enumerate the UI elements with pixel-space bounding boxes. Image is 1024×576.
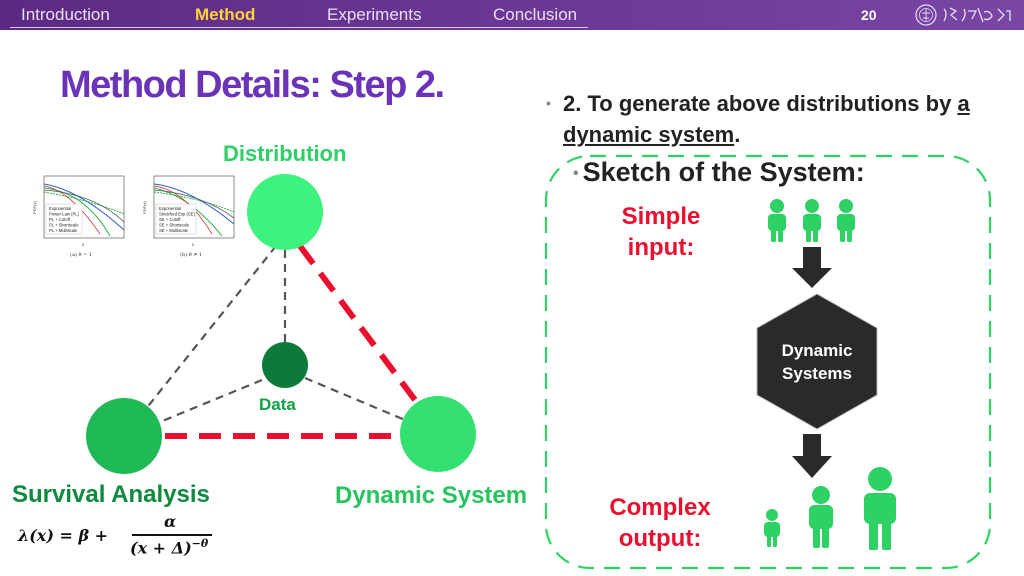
thumb-left-ylabel: PDF(x)	[32, 201, 37, 214]
bullet-underlined-phrase: a dynamic system	[563, 91, 970, 147]
formula-lhs: λ(x) = β +	[18, 526, 109, 545]
thumb-left-legend-2: Power-Law (PL)	[49, 212, 80, 217]
person-icon	[803, 199, 821, 242]
edge-data-survival	[159, 378, 263, 424]
simple-input-people	[768, 199, 855, 242]
formula-fraction-bar	[132, 534, 212, 536]
thumb-left-xlabel: x	[82, 242, 85, 247]
dynamic-systems-word: Systems	[782, 364, 852, 383]
nav-experiments[interactable]: Experiments	[327, 5, 422, 24]
complex-output-people	[764, 467, 896, 550]
node-data	[262, 342, 308, 388]
person-icon	[768, 199, 786, 242]
nav-method[interactable]: Method	[195, 5, 256, 24]
formula-denominator-base: (x + Δ)	[130, 538, 192, 558]
slide-title: Method Details: Step 2.	[60, 64, 445, 106]
survival-analysis-label: Survival Analysis	[12, 481, 210, 508]
bullet-text-start: 2. To generate above distributions by	[563, 91, 958, 116]
distribution-label: Distribution	[223, 141, 347, 166]
node-survival-analysis	[86, 398, 162, 474]
bullet-text: 2. To generate above distributions by a …	[563, 88, 1006, 150]
dynamic-systems-word: Dynamic	[782, 341, 853, 360]
nav-conclusion[interactable]: Conclusion	[493, 5, 578, 24]
thumbnail-plot-right: Exponential Stretched Exp (SE) SE + Cuto…	[142, 175, 235, 258]
formula-exponent: −θ	[191, 537, 209, 550]
thumb-left-caption: (a) θ = 1	[70, 251, 92, 258]
thumb-left-legend-1: Exponential	[49, 206, 71, 211]
formula-denominator: (x + Δ)−θ	[130, 537, 208, 557]
person-icon-small	[764, 509, 780, 547]
red-dashed-edges	[165, 244, 421, 439]
edge-distribution-survival	[144, 245, 277, 411]
gray-dashed-edges	[144, 245, 406, 424]
sketch-dashed-border	[544, 154, 992, 570]
simple-input-label: Simple input:	[621, 203, 701, 261]
arrow-down-icon	[792, 434, 832, 478]
bullet-dot: •	[546, 95, 551, 111]
bullet-text-end: .	[734, 122, 741, 147]
university-logo	[915, 4, 1011, 26]
dynamic-system-label: Dynamic System	[335, 482, 528, 509]
thumb-left-legend-3: PL + Cutoff	[49, 217, 71, 222]
thumb-right-legend-3: SE + Cutoff	[159, 217, 181, 222]
formula-numerator: α	[164, 512, 177, 531]
data-label: Data	[259, 395, 296, 414]
complex-output-label: Complex output:	[609, 494, 711, 552]
nav-underline	[10, 27, 588, 28]
node-distribution	[247, 174, 323, 250]
thumb-right-ylabel: PDF(x)	[142, 201, 147, 214]
thumb-right-caption: (b) θ ≠ 1	[180, 251, 202, 258]
page-number: 20	[861, 7, 877, 23]
person-icon-medium	[809, 486, 833, 548]
person-icon-large	[864, 467, 896, 550]
sketch-heading-text: Sketch of the System:	[582, 157, 865, 187]
bullet-dynamic-system: • 2. To generate above distributions by …	[546, 88, 1006, 150]
top-navigation-bar: Introduction Method Experiments Conclusi…	[0, 0, 1024, 30]
thumb-right-legend-1: Exponential	[159, 206, 181, 211]
node-dynamic-system	[400, 396, 476, 472]
thumb-right-xlabel: x	[192, 242, 195, 247]
thumb-left-legend-4: PL + Shortscale	[49, 223, 79, 228]
bullet-dot: •	[573, 164, 579, 182]
hexagon-icon	[756, 293, 878, 430]
arrow-down-icon	[792, 247, 832, 288]
thumb-right-legend-5: SE + Multiscale	[159, 228, 189, 233]
bullet-sketch-heading: •Sketch of the System:	[573, 157, 865, 188]
edge-data-dynamic	[304, 376, 406, 422]
thumb-right-legend-2: Stretched Exp (SE)	[159, 212, 195, 217]
nav-introduction[interactable]: Introduction	[21, 5, 110, 24]
thumb-left-legend-5: PL + Multiscale	[49, 228, 78, 233]
thumbnail-plot-left: Exponential Power-Law (PL) PL + Cutoff P…	[32, 175, 125, 258]
person-icon	[837, 199, 855, 242]
thumb-right-legend-4: SE + Shortscale	[159, 223, 190, 228]
